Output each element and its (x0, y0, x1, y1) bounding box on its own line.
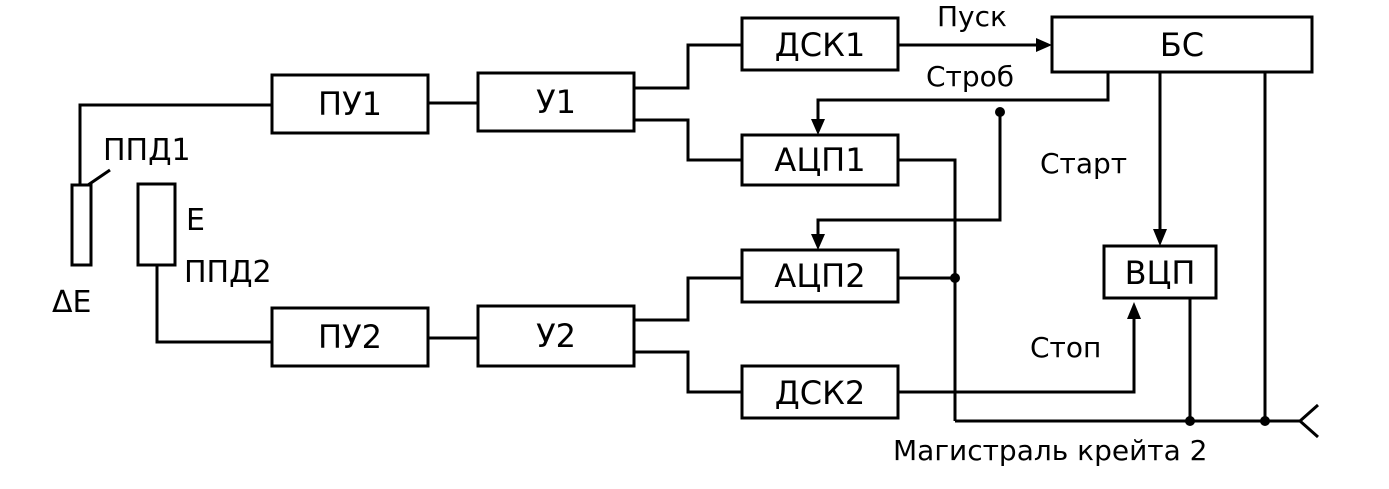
wires (78, 43, 1319, 439)
detector-ppd2 (136, 182, 177, 267)
block-pu1-label: ПУ1 (318, 85, 382, 123)
block-pu1: ПУ1 (270, 73, 430, 135)
arrow-into-acp2 (811, 234, 825, 250)
wire-u2-acp2 (634, 276, 742, 322)
junction-bs-bus (1260, 416, 1270, 426)
junction-dots (950, 107, 1270, 426)
label-start: Старт (1040, 147, 1127, 180)
arrow-into-vcp-start (1153, 229, 1167, 246)
block-dsk1-label: ДСК1 (775, 26, 865, 64)
label-ppd2: ППД2 (184, 255, 272, 290)
ppd1-leader (87, 168, 111, 187)
label-delta-e: ΔE (52, 285, 91, 320)
block-dsk2: ДСК2 (740, 364, 900, 420)
arrow-into-acp1 (811, 119, 825, 135)
junction-acp2 (950, 273, 960, 283)
block-acp2: АЦП2 (740, 248, 900, 304)
block-acp1-label: АЦП1 (774, 141, 865, 179)
wire-ppd1-pu1 (78, 103, 272, 185)
bus-end-connector (1297, 403, 1319, 439)
block-pu2-label: ПУ2 (318, 318, 382, 356)
label-ppd1: ППД1 (103, 133, 191, 168)
junction-vcp-bus (1185, 416, 1195, 426)
wire-u1-dsk1 (634, 43, 742, 90)
block-u2-label: У2 (536, 317, 576, 355)
block-u1-label: У1 (536, 83, 576, 121)
wire-acp1-bus (898, 158, 957, 421)
wire-strob-acp1 (816, 72, 1110, 122)
block-dsk2-label: ДСК2 (775, 374, 865, 412)
wire-u1-acp1 (634, 118, 742, 162)
detector-ppd1 (70, 183, 93, 267)
arrow-into-vcp-stop (1127, 302, 1141, 319)
block-vcp: ВЦП (1102, 244, 1218, 300)
block-bs-label: БС (1160, 26, 1204, 64)
block-bs: БС (1050, 15, 1314, 74)
arrowheads (811, 38, 1167, 319)
block-acp1: АЦП1 (740, 133, 900, 187)
label-pusk: Пуск (937, 0, 1007, 33)
wire-dsk2-vcp (898, 318, 1136, 394)
block-vcp-label: ВЦП (1125, 254, 1196, 292)
label-stop: Стоп (1030, 331, 1101, 364)
block-u2: У2 (476, 304, 636, 368)
block-dsk1: ДСК1 (740, 16, 900, 72)
label-bus: Магистраль крейта 2 (893, 434, 1207, 467)
block-pu2: ПУ2 (270, 306, 430, 368)
label-strob: Строб (926, 60, 1014, 93)
block-acp2-label: АЦП2 (774, 257, 865, 295)
arrow-into-bs (1036, 38, 1052, 52)
wire-strob-acp2 (816, 112, 1002, 238)
label-e: E (186, 203, 205, 238)
junction-strob (995, 107, 1005, 117)
wire-u2-dsk2 (634, 350, 742, 394)
wire-ppd2-pu2 (155, 265, 272, 344)
block-u1: У1 (476, 71, 636, 133)
